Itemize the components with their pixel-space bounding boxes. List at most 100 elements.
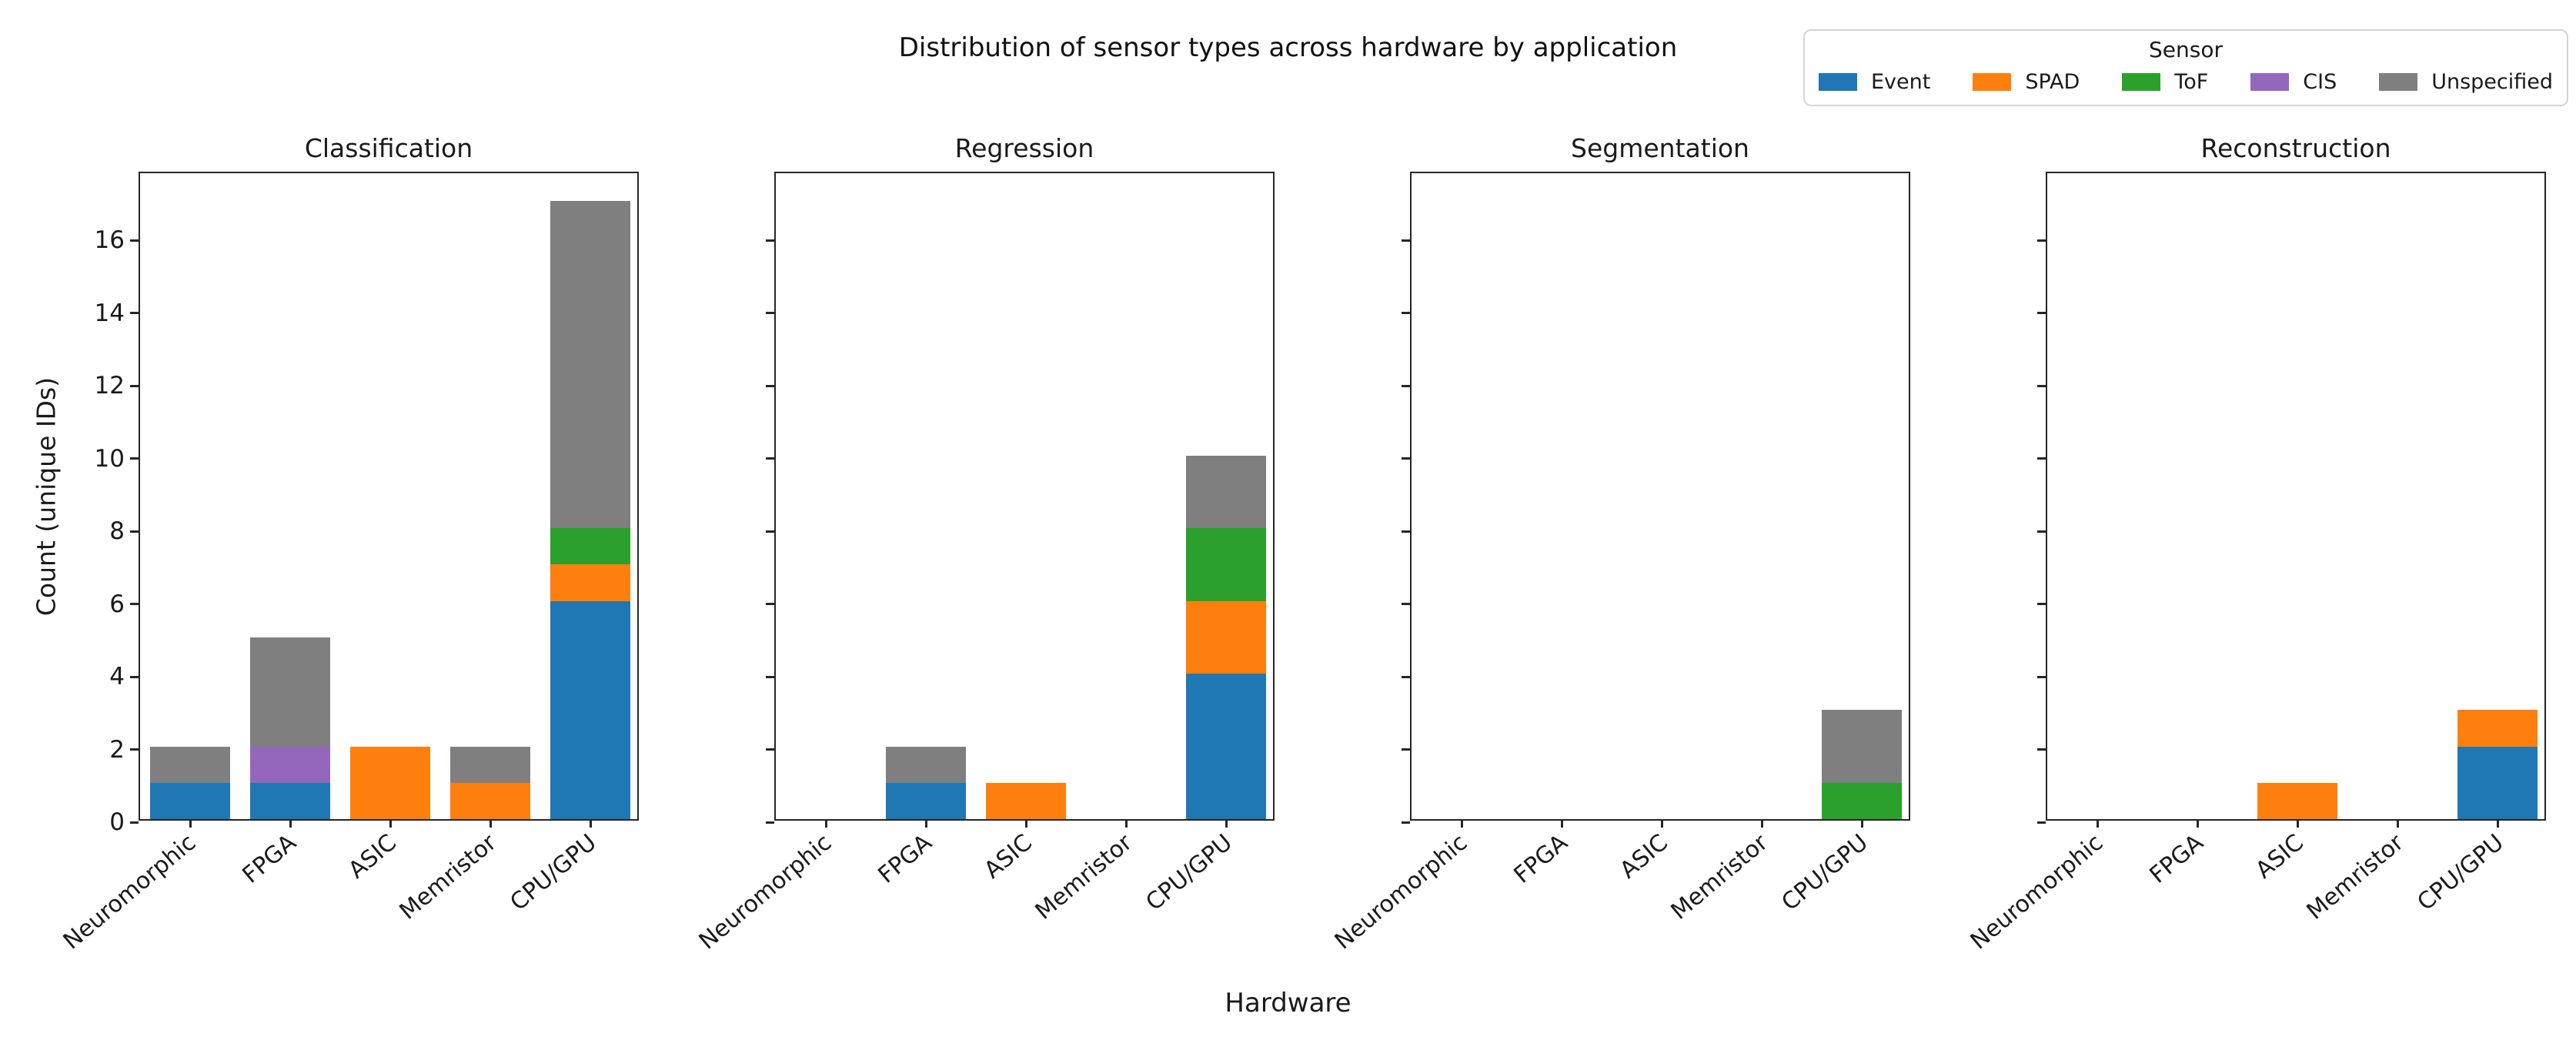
bar-segment-unspecified xyxy=(150,746,230,783)
x-tick-label-cpu-gpu: CPU/GPU xyxy=(1776,829,1873,917)
x-tick-mark xyxy=(2296,819,2299,828)
x-tick-mark xyxy=(1460,819,1463,828)
stacked-bar-memristor xyxy=(450,746,530,819)
y-tick-mark xyxy=(130,384,139,387)
legend-item-unspecified: Unspecified xyxy=(2379,70,2553,94)
bar-segment-event xyxy=(550,600,630,819)
x-tick-mark xyxy=(2396,819,2399,828)
y-tick-label: 4 xyxy=(109,663,125,691)
y-tick-label: 6 xyxy=(109,590,125,618)
bar-segment-tof xyxy=(1186,528,1266,601)
y-tick-mark xyxy=(2037,239,2046,242)
bar-segment-unspecified xyxy=(450,746,530,783)
legend-swatch-event xyxy=(1819,73,1857,91)
stacked-bar-asic xyxy=(2257,782,2337,819)
x-tick-mark xyxy=(489,819,492,828)
bar-segment-spad xyxy=(1186,600,1266,674)
bar-segment-unspecified xyxy=(1822,710,1902,783)
bar-segment-spad xyxy=(2457,710,2538,747)
stacked-bar-cpu-gpu xyxy=(2457,710,2538,819)
y-tick-mark xyxy=(1402,312,1410,315)
bar-segment-unspecified xyxy=(886,746,966,783)
x-tick-label-neuromorphic: Neuromorphic xyxy=(694,829,837,955)
y-tick-label: 10 xyxy=(94,444,125,473)
x-tick-mark xyxy=(2196,819,2199,828)
x-tick-label-memristor: Memristor xyxy=(394,829,502,925)
y-tick-mark xyxy=(2037,457,2046,460)
bar-segment-spad xyxy=(986,782,1066,819)
subplot-title: Regression xyxy=(954,133,1094,163)
x-tick-label-memristor: Memristor xyxy=(1666,829,1773,925)
y-tick-label: 8 xyxy=(109,517,125,546)
legend-label: Event xyxy=(1871,70,1931,94)
bar-segment-spad xyxy=(350,746,430,819)
stacked-bar-cpu-gpu xyxy=(550,201,630,819)
x-axis-label: Hardware xyxy=(1225,988,1351,1019)
y-tick-mark xyxy=(130,675,139,678)
x-tick-label-memristor: Memristor xyxy=(2301,829,2409,925)
bar-segment-event xyxy=(886,782,966,819)
subplot-title: Classification xyxy=(304,133,473,163)
y-tick-mark xyxy=(2037,821,2046,824)
legend-item-event: Event xyxy=(1819,70,1930,94)
legend-swatch-cis xyxy=(2250,73,2290,91)
y-tick-mark xyxy=(1402,603,1410,606)
bar-segment-tof xyxy=(1822,782,1902,819)
bar-segment-tof xyxy=(550,528,630,565)
y-tick-mark xyxy=(1402,530,1410,533)
x-tick-label-neuromorphic: Neuromorphic xyxy=(1330,829,1473,955)
legend-title: Sensor xyxy=(2149,37,2223,62)
x-tick-mark xyxy=(1024,819,1027,828)
y-tick-label: 12 xyxy=(94,372,125,400)
y-tick-mark xyxy=(1402,748,1410,751)
legend-swatch-unspecified xyxy=(2379,73,2418,91)
x-tick-mark xyxy=(389,819,392,828)
x-tick-mark xyxy=(1860,819,1863,828)
legend-label: SPAD xyxy=(2025,70,2080,94)
y-tick-label: 0 xyxy=(109,808,125,836)
stacked-bar-cpu-gpu xyxy=(1822,710,1902,819)
y-tick-mark xyxy=(766,530,774,533)
legend-label: Unspecified xyxy=(2431,70,2553,94)
x-tick-label-asic: ASIC xyxy=(2250,829,2309,885)
y-tick-mark xyxy=(2037,675,2046,678)
bar-segment-event xyxy=(250,782,330,819)
x-tick-mark xyxy=(1225,819,1228,828)
x-tick-label-fpga: FPGA xyxy=(873,829,937,889)
y-tick-mark xyxy=(766,384,774,387)
y-tick-mark xyxy=(130,530,139,533)
y-tick-mark xyxy=(766,748,774,751)
bar-segment-unspecified xyxy=(250,637,330,747)
y-tick-mark xyxy=(2037,530,2046,533)
y-tick-label: 14 xyxy=(94,299,125,327)
y-tick-mark xyxy=(1402,457,1410,460)
y-axis-label-wrap: Count (unique IDs) xyxy=(22,172,71,821)
figure-title: Distribution of sensor types across hard… xyxy=(898,32,1678,63)
x-tick-mark xyxy=(2496,819,2499,828)
bar-segment-spad xyxy=(550,564,630,601)
x-tick-label-asic: ASIC xyxy=(1614,829,1673,885)
x-tick-mark xyxy=(189,819,192,828)
x-tick-mark xyxy=(589,819,592,828)
x-tick-label-neuromorphic: Neuromorphic xyxy=(58,829,202,955)
legend-item-cis: CIS xyxy=(2250,70,2337,94)
y-tick-mark xyxy=(2037,748,2046,751)
x-tick-label-cpu-gpu: CPU/GPU xyxy=(505,829,602,917)
bar-segment-event xyxy=(150,782,230,819)
bar-segment-event xyxy=(2457,746,2538,819)
y-tick-mark xyxy=(766,312,774,315)
y-tick-mark xyxy=(766,675,774,678)
y-tick-mark xyxy=(2037,312,2046,315)
x-tick-mark xyxy=(1560,819,1563,828)
bar-segment-spad xyxy=(450,782,530,819)
x-tick-mark xyxy=(1124,819,1128,828)
y-tick-label: 16 xyxy=(94,226,125,255)
bar-segment-spad xyxy=(2257,782,2337,819)
x-tick-label-cpu-gpu: CPU/GPU xyxy=(1141,829,1238,917)
legend-label: CIS xyxy=(2303,70,2337,94)
x-tick-mark xyxy=(289,819,292,828)
x-tick-label-fpga: FPGA xyxy=(2144,829,2209,889)
